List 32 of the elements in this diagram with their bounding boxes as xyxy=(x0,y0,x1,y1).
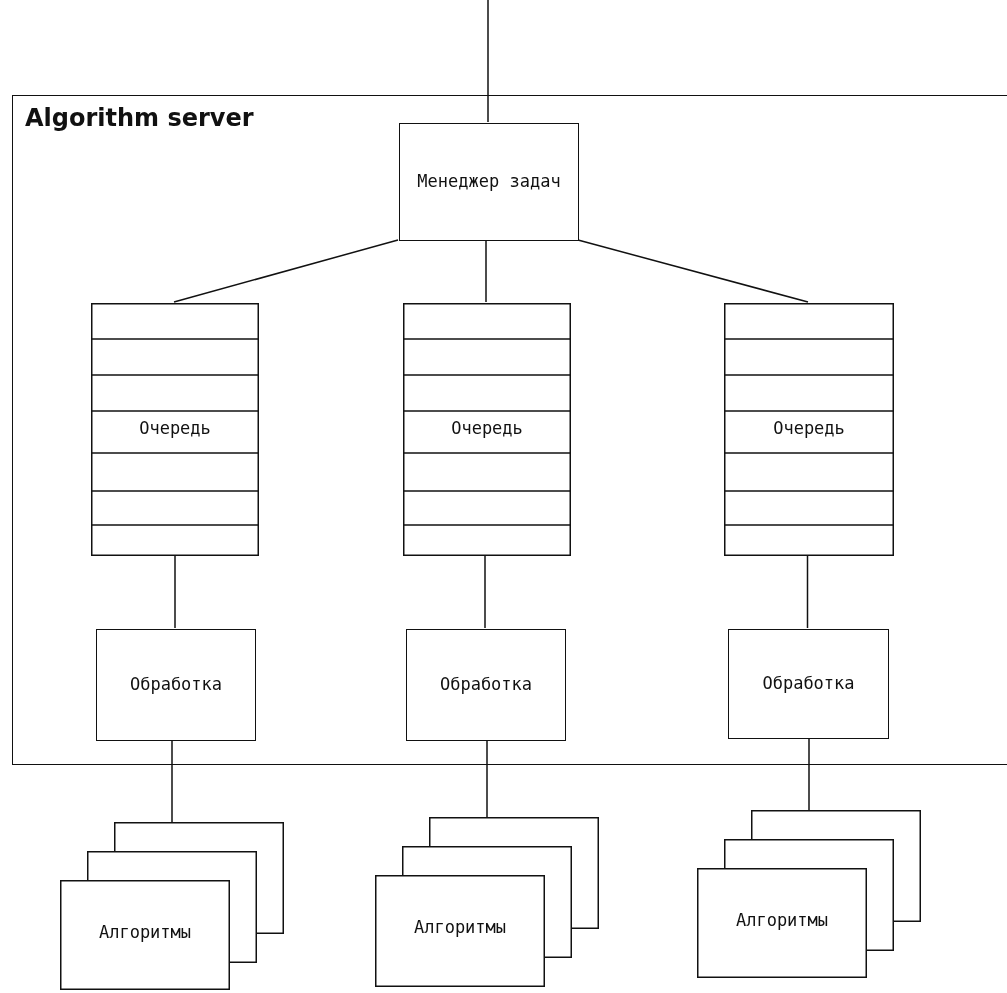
connector-line xyxy=(174,554,176,629)
box-label: Обработка xyxy=(438,673,534,697)
queue-label: Очередь xyxy=(450,417,524,440)
stacked-boxes xyxy=(375,817,599,987)
box-label: Обработка xyxy=(761,672,856,696)
connector-line xyxy=(806,554,809,629)
box-label: Алгоритмы xyxy=(734,909,830,932)
connector-line xyxy=(808,737,810,811)
connector-line xyxy=(173,239,399,303)
queue-stack xyxy=(724,303,894,556)
box-label: Алгоритмы xyxy=(97,921,193,944)
box-label: Менеджер задач xyxy=(416,170,562,194)
box-label: Алгоритмы xyxy=(412,916,508,939)
connector-line xyxy=(487,0,489,123)
stacked-boxes xyxy=(60,822,284,990)
connector-line xyxy=(485,239,487,303)
queue-stack xyxy=(403,303,571,556)
queue-label: Очередь xyxy=(138,417,212,440)
queue-label: Очередь xyxy=(772,417,846,440)
connector-line xyxy=(171,739,173,823)
stacked-boxes xyxy=(697,810,921,978)
queue-stack xyxy=(91,303,259,556)
process-box xyxy=(406,629,566,741)
process-box xyxy=(96,629,256,741)
server-frame xyxy=(12,95,1007,765)
frame-title: Algorithm server xyxy=(25,103,254,134)
connector-line xyxy=(484,554,486,629)
box-label: Обработка xyxy=(128,673,224,697)
process-box xyxy=(399,123,579,241)
connector-line xyxy=(577,239,809,303)
process-box xyxy=(728,629,889,739)
connector-line xyxy=(486,739,488,818)
